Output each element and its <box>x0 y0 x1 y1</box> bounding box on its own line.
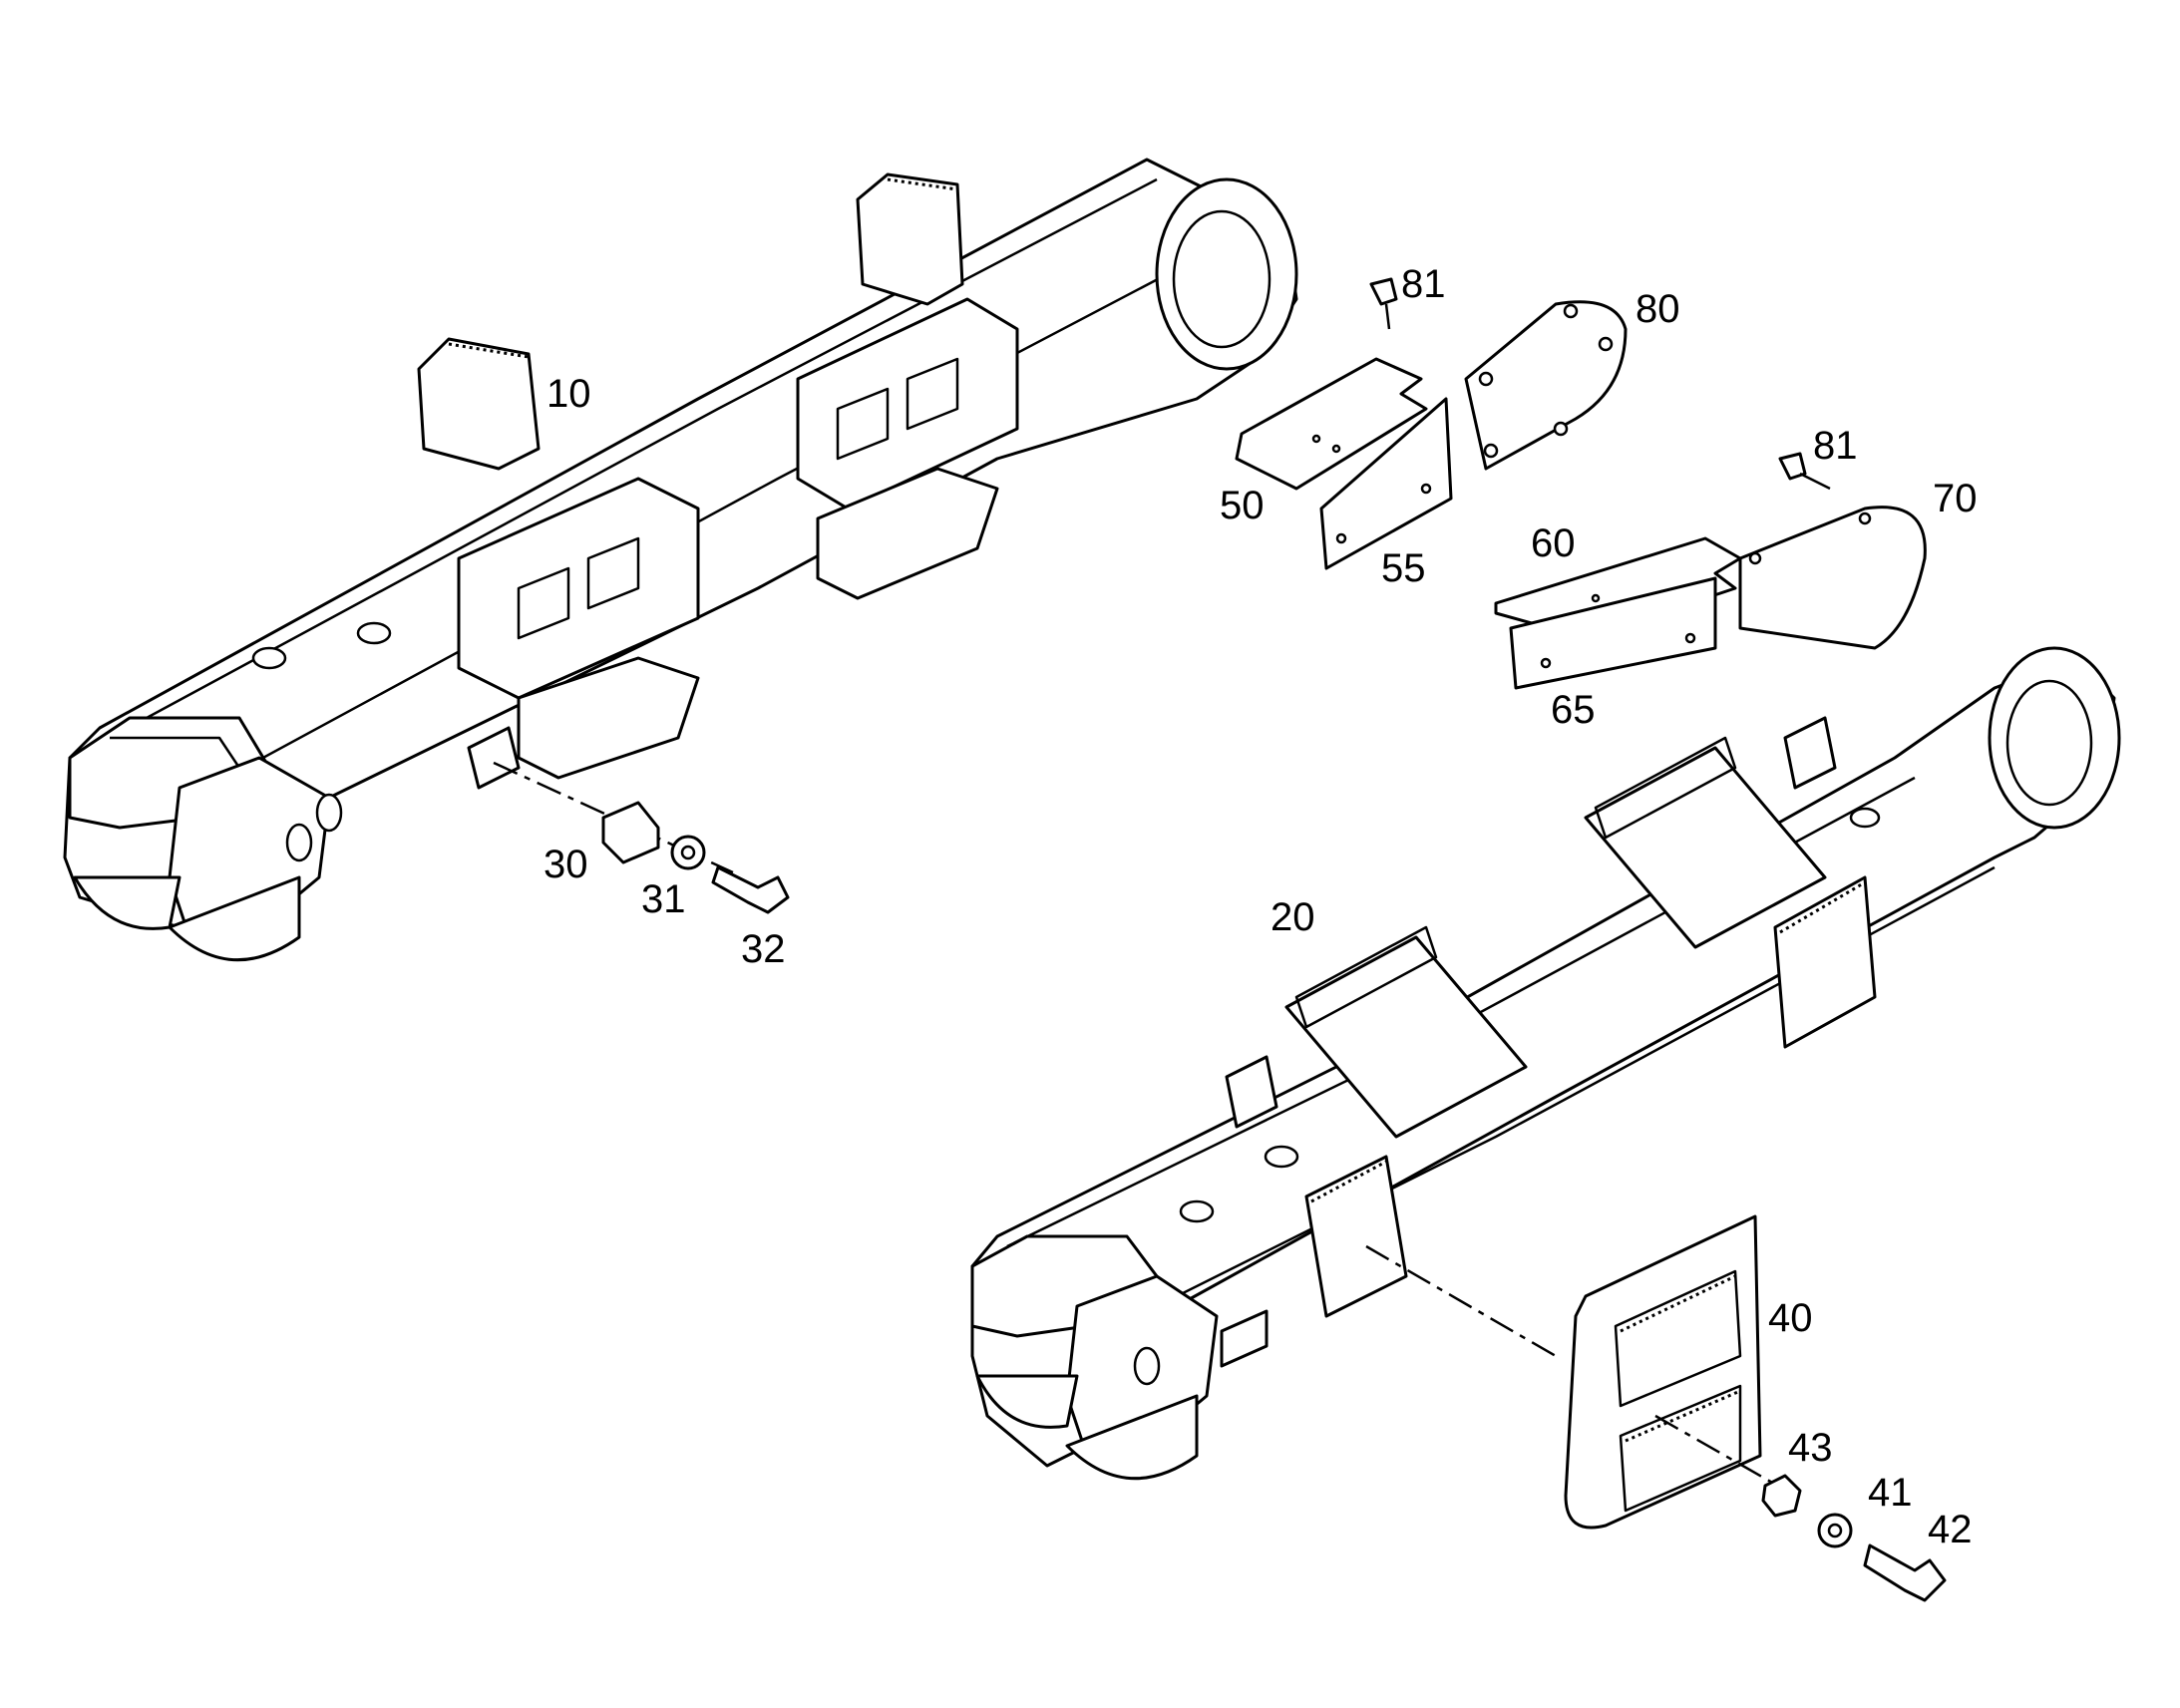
plate-65 <box>1509 576 1717 690</box>
label-81-upper: 81 <box>1401 262 1446 306</box>
label-31: 31 <box>641 877 686 921</box>
label-32: 32 <box>741 927 786 971</box>
bolt-42 <box>1863 1543 1947 1602</box>
label-30: 30 <box>544 843 588 886</box>
bolt-32 <box>711 865 790 914</box>
cover-80 <box>1464 300 1628 471</box>
cover-70 <box>1738 506 1927 650</box>
label-50: 50 <box>1220 484 1265 527</box>
label-60: 60 <box>1531 521 1576 565</box>
track-frame-10 <box>63 158 1298 962</box>
label-10: 10 <box>546 372 591 416</box>
label-42: 42 <box>1928 1508 1973 1551</box>
track-frame-20 <box>970 646 2121 1481</box>
label-80: 80 <box>1635 287 1680 331</box>
bolt-81-lower <box>1778 452 1831 491</box>
label-43: 43 <box>1788 1426 1833 1470</box>
label-40: 40 <box>1768 1296 1813 1340</box>
plate-50 <box>1235 357 1428 491</box>
label-41: 41 <box>1868 1471 1913 1515</box>
plate-55 <box>1319 397 1453 570</box>
nut-43 <box>1761 1474 1802 1518</box>
hardware-41-42-43 <box>1654 1414 1947 1602</box>
label-70: 70 <box>1933 477 1978 520</box>
step-40 <box>1365 1214 1762 1530</box>
label-55: 55 <box>1381 546 1426 590</box>
spacer-30 <box>601 801 660 864</box>
label-20: 20 <box>1271 895 1315 939</box>
bolt-81-upper <box>1369 277 1398 330</box>
hardware-30-31-32 <box>493 761 790 914</box>
label-65: 65 <box>1551 688 1596 732</box>
label-81-lower: 81 <box>1813 424 1858 468</box>
